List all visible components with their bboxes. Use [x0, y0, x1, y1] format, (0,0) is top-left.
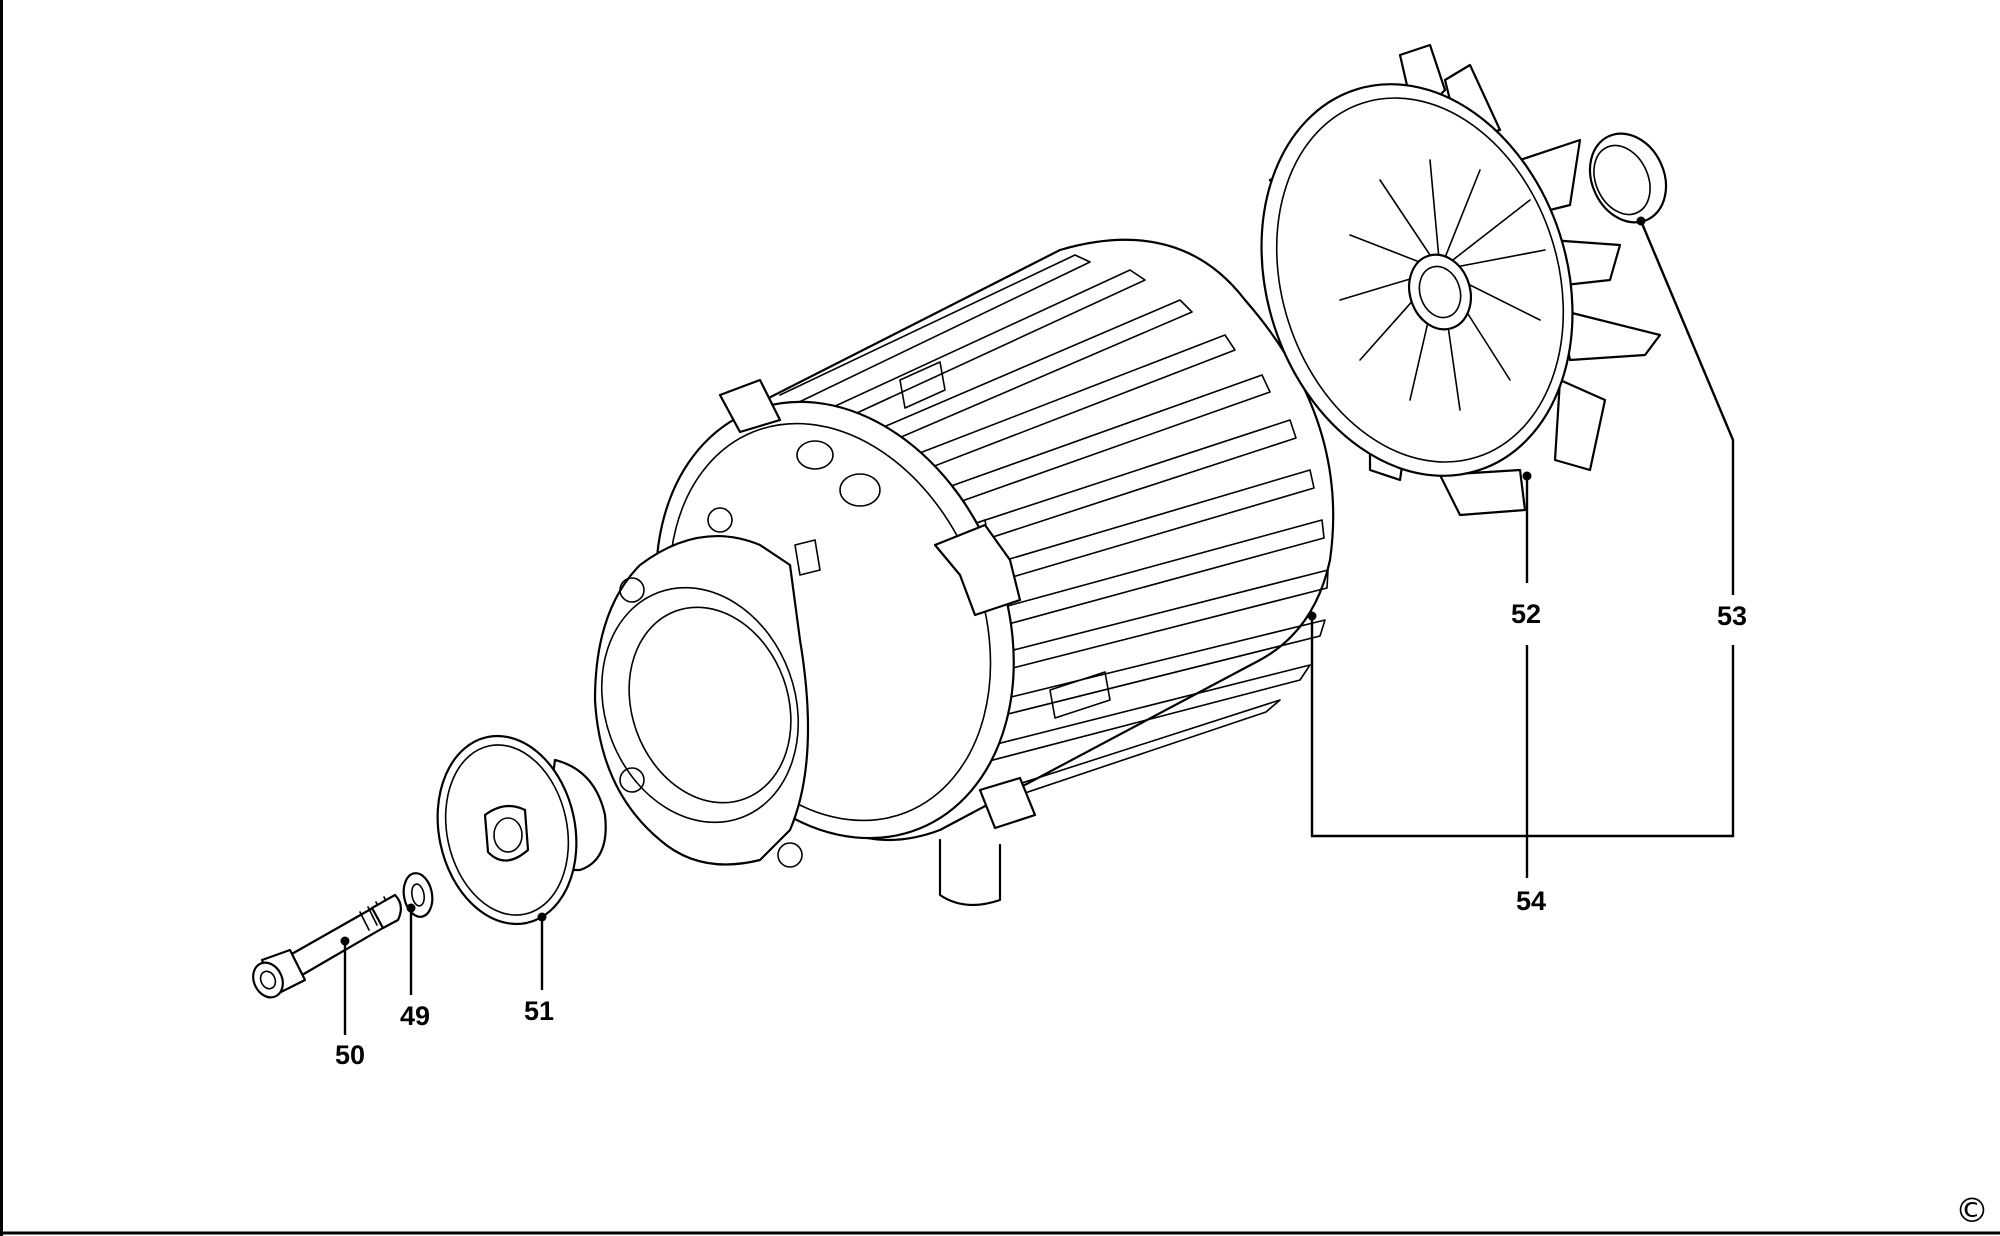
leader-dot-52	[1522, 471, 1532, 481]
bearing-ring	[1588, 132, 1668, 224]
washer	[402, 872, 434, 918]
leader-dot-51	[537, 912, 547, 922]
callout-53: 53	[1717, 601, 1747, 631]
leader-53-upper	[1639, 220, 1735, 595]
callout-50: 50	[335, 1040, 365, 1070]
callout-52: 52	[1511, 599, 1541, 629]
callout-labels: 50 49 51 52 53 54	[335, 599, 1747, 1070]
leader-dot-54	[1307, 611, 1317, 621]
callout-54: 54	[1516, 886, 1546, 916]
leader-dot-50	[340, 936, 350, 946]
copyright-mark: ©	[1955, 1191, 1989, 1231]
stator-fins	[779, 254, 1329, 801]
end-cap	[436, 734, 607, 926]
leader-lines	[340, 216, 1735, 1035]
cooling-fan	[1260, 43, 1662, 517]
leader-dot-49	[406, 903, 416, 913]
leader-dot-53	[1636, 216, 1646, 226]
callout-51: 51	[524, 996, 554, 1026]
leader-54-bracket	[1310, 616, 1735, 838]
socket-head-screw	[252, 893, 402, 999]
callout-49: 49	[400, 1001, 430, 1031]
stator-housing	[593, 238, 1335, 907]
